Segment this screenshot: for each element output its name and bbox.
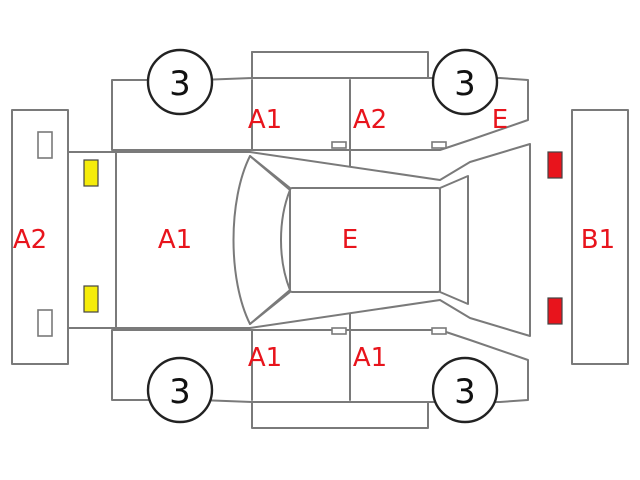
roof-panel	[289, 187, 441, 293]
bottom-rear-handle	[431, 327, 447, 335]
a-pillar-top	[249, 155, 291, 189]
bottom-roof-rail	[251, 401, 429, 429]
tire-top-left: 3	[146, 48, 214, 116]
tire-bottom-right: 3	[431, 356, 499, 424]
top-rear-handle	[431, 141, 447, 149]
tire-bottom-left: 3	[146, 356, 214, 424]
a-pillar-bottom	[249, 291, 291, 325]
label-top-rear-fender: E	[492, 105, 508, 135]
front-bumper-slot-top	[37, 131, 53, 159]
front-lamp-bottom	[83, 285, 99, 313]
tire-top-left-rating: 3	[169, 64, 191, 104]
rear-lamp-bottom	[547, 297, 563, 325]
label-roof: E	[342, 225, 358, 255]
top-front-handle	[331, 141, 347, 149]
bottom-side-profile	[111, 329, 529, 403]
front-bumper-slot-bottom	[37, 309, 53, 337]
label-bottom-rear-door: A1	[353, 343, 387, 373]
tire-bottom-left-rating: 3	[169, 372, 191, 412]
label-hood: A1	[158, 225, 192, 255]
rear-lamp-top	[547, 151, 563, 179]
label-front-bumper: A2	[13, 225, 47, 255]
label-rear-bumper: B1	[581, 225, 615, 255]
tire-top-right-rating: 3	[454, 64, 476, 104]
tire-top-right: 3	[431, 48, 499, 116]
front-lamp-top	[83, 159, 99, 187]
rear-bumper	[571, 109, 629, 365]
label-bottom-front-door: A1	[248, 343, 282, 373]
top-roof-rail	[251, 51, 429, 79]
bottom-front-handle	[331, 327, 347, 335]
tire-bottom-right-rating: 3	[454, 372, 476, 412]
label-top-rear-door: A2	[353, 105, 387, 135]
rear-window	[439, 175, 469, 305]
label-top-front-door: A1	[248, 105, 282, 135]
